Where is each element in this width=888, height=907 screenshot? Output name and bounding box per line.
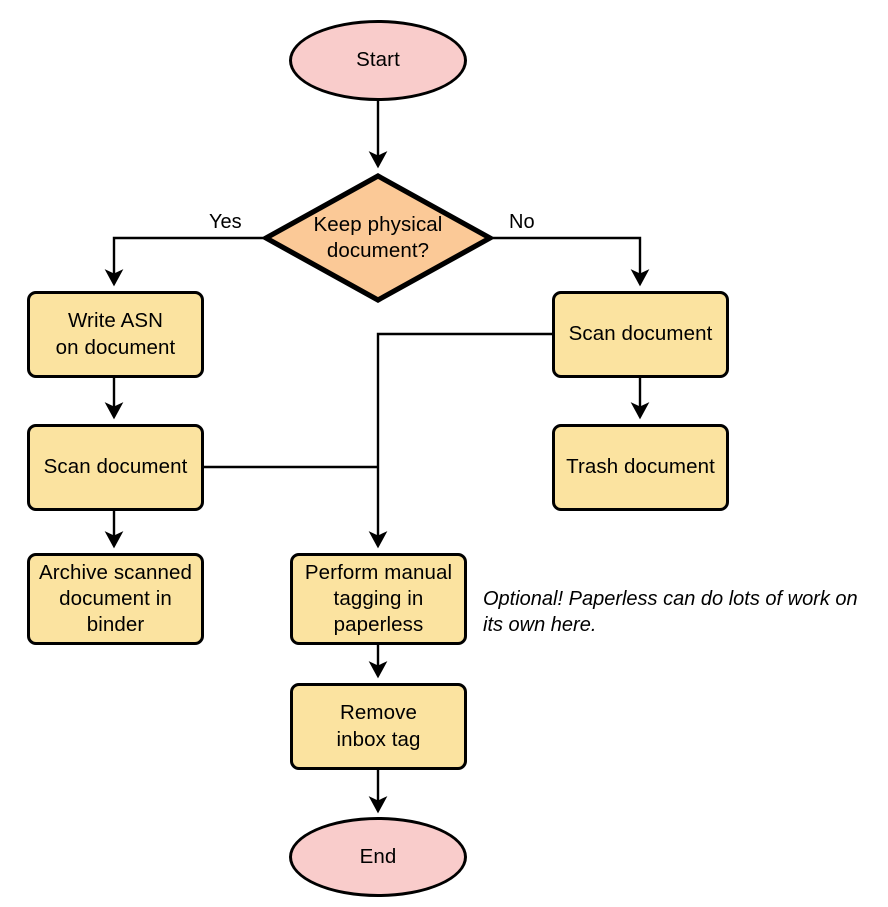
node-trash-document[interactable]: Trash document (552, 424, 729, 511)
node-scan-document-left[interactable]: Scan document (27, 424, 204, 511)
edge-label-yes: Yes (209, 211, 242, 233)
node-keep-physical-document-label: Keep physical document? (263, 212, 493, 264)
annotation-optional-note: Optional! Paperless can do lots of work … (483, 586, 883, 638)
node-archive-scanned-document-in-binder[interactable]: Archive scanned document in binder (27, 553, 204, 645)
write-asn-line-2: on document (55, 335, 176, 359)
node-scan-document-right-label: Scan document (568, 322, 713, 346)
optional-note-line-1: Optional! Paperless can do lots of work … (483, 588, 858, 610)
node-write-asn-label: Write ASN on document (56, 308, 176, 360)
node-perform-manual-tagging[interactable]: Perform manual tagging in paperless (290, 553, 467, 645)
edge-decision-yes-to-write-asn (104, 236, 263, 287)
decision-label-line-1: Keep physical (313, 212, 443, 236)
node-write-asn-on-document[interactable]: Write ASN on document (27, 291, 204, 378)
archive-line-2: document in (59, 586, 172, 610)
remove-inbox-line-1: Remove (340, 701, 417, 725)
decision-label-line-2: document? (326, 239, 430, 262)
edge-scan-right-to-manual-tagging (368, 332, 552, 549)
remove-inbox-line-2: inbox tag (336, 727, 421, 751)
node-keep-physical-document[interactable]: Keep physical document? (263, 173, 493, 303)
manual-tagging-line-2: tagging in (333, 586, 424, 610)
node-manual-tagging-label: Perform manual tagging in paperless (305, 560, 452, 639)
node-end-label: End (359, 844, 397, 868)
write-asn-line-1: Write ASN (67, 309, 164, 333)
node-start-label: Start (356, 48, 400, 72)
node-remove-inbox-tag-label: Remove inbox tag (336, 700, 420, 752)
archive-line-3: binder (86, 613, 145, 637)
node-end[interactable]: End (289, 817, 467, 897)
edge-decision-no-to-scan-right (493, 236, 650, 287)
manual-tagging-line-1: Perform manual (304, 560, 453, 584)
node-remove-inbox-tag[interactable]: Remove inbox tag (290, 683, 467, 770)
optional-note-line-2: its own here. (483, 614, 597, 636)
node-archive-label: Archive scanned document in binder (39, 560, 192, 639)
node-trash-document-label: Trash document (566, 455, 715, 479)
node-start[interactable]: Start (289, 20, 467, 101)
archive-line-1: Archive scanned (38, 560, 193, 584)
diamond-shape (263, 173, 493, 303)
node-scan-document-left-label: Scan document (43, 455, 188, 479)
node-scan-document-right[interactable]: Scan document (552, 291, 729, 378)
manual-tagging-line-3: paperless (333, 613, 424, 637)
edge-label-no: No (509, 211, 535, 233)
